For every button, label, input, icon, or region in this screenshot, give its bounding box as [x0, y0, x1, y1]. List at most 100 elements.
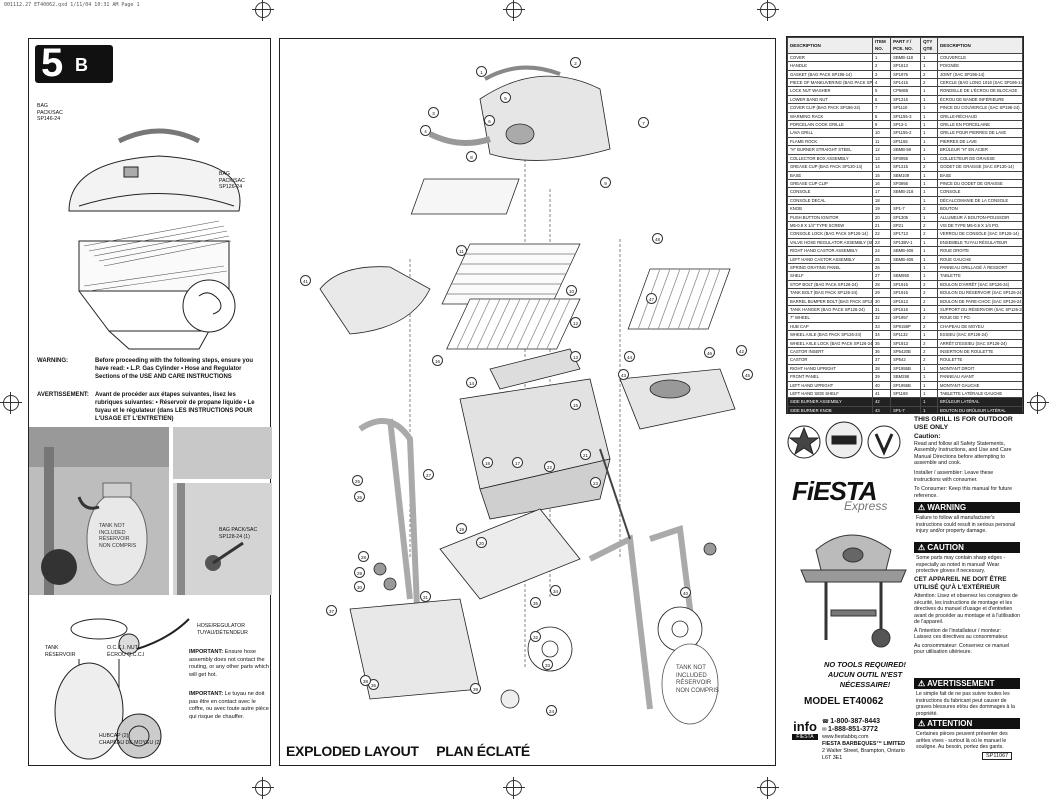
parts-cell: 1	[920, 187, 938, 197]
parts-cell: GRILLE EN PORCELAINE	[936, 120, 1023, 130]
parts-cell: 35	[871, 338, 892, 349]
parts-row: PIECE OF MANEUVERING (BAG PACK SP196-14)…	[787, 78, 1023, 88]
parts-cell: 1	[920, 246, 938, 256]
exploded-title: EXPLODED LAYOUT PLAN ÉCLATÉ	[286, 743, 530, 759]
parts-cell: 2	[920, 279, 938, 290]
parts-cell: 19	[871, 204, 892, 214]
avert-title-text: AVERTISSEMENT	[927, 679, 995, 688]
parts-cell: LOWER BAND NUT	[787, 94, 873, 105]
callout-48: 48	[652, 233, 663, 244]
callout-17: 17	[512, 457, 523, 468]
parts-cell: GRILLE-RÉCHAUD	[936, 111, 1023, 122]
attention-box: ⚠ ATTENTION Certaines pièces peuvent pré…	[914, 718, 1020, 753]
parts-cell: SBM298	[890, 372, 922, 382]
parts-cell: SP1415	[890, 78, 922, 88]
parts-cell: GASKET (BAG PACK SP196-14)	[787, 69, 873, 80]
parts-cell: BASE	[787, 170, 873, 180]
parts-cell: 7" WHEEL	[787, 313, 873, 323]
parts-cell: SBMB-406	[890, 246, 922, 256]
parts-cell: 1	[920, 262, 938, 273]
parts-cell: VALVE HOSE REGULATOR ASSEMBLY (SEE)	[787, 237, 873, 248]
parts-cell: 43	[871, 405, 892, 413]
photo-grill-tank: TANK NOT INCLUDED RÉSERVOIR NON COMPRIS	[29, 427, 169, 595]
important-fr-label: IMPORTANT:	[189, 691, 224, 697]
important-fr-text: Le tuyau ne doit pas être en contact ave…	[189, 691, 269, 720]
fr-title: CET APPAREIL NE DOIT ÊTRE UTILISÉ QU'À L…	[914, 576, 1007, 591]
exploded-layout-diagram	[319, 65, 736, 725]
page-badge-number: 5	[41, 41, 64, 85]
occ-nut-label: O.C.C.I. NUT ÉCROU Q.C.C.I	[107, 645, 145, 658]
callout-30: 30	[354, 581, 365, 592]
parts-cell: POIGNÉE	[936, 61, 1023, 71]
callout-20: 20	[476, 537, 487, 548]
parts-cell: COVER CLIP (BAG PACK SP196-24)	[787, 103, 873, 113]
info-panel: THIS GRILL IS FOR OUTDOOR USE ONLY Cauti…	[786, 414, 1022, 766]
parts-cell: 27	[871, 271, 892, 281]
callout-16: 16	[432, 355, 443, 366]
parts-cell: BOUTON	[936, 204, 1023, 214]
parts-cell: SP3955	[890, 153, 922, 164]
callout-47: 47	[646, 293, 657, 304]
parts-cell: DÉCALCOMANIE DE LA CONSOLE	[936, 195, 1023, 206]
warning-en-text: Before proceeding with the following ste…	[95, 358, 254, 380]
parts-cell: 7	[871, 103, 892, 113]
warning-en-label: WARNING:	[37, 358, 68, 364]
fr-attention: Attention: Lisez et observez les consign…	[914, 593, 1020, 626]
parts-cell: ROUE DE 7 PO.	[936, 313, 1023, 323]
parts-cell: SHELF	[787, 271, 873, 281]
parts-cell: BRÛLEUR "H" EN ACIER	[936, 145, 1023, 155]
important-en: IMPORTANT: Ensure hose assembly does not…	[189, 649, 269, 679]
parts-col-header: ITEM NO.	[871, 37, 892, 54]
parts-cell: 6	[871, 94, 892, 105]
parts-cell: LEFT HAND CASTOR ASSEMBLY	[787, 254, 873, 264]
parts-cell: SP1305	[890, 212, 922, 222]
parts-cell: 25	[871, 254, 892, 264]
grill-assembly-illustration	[68, 128, 241, 350]
registration-mark	[757, 0, 779, 21]
tank-label: TANK RÉSERVOIR	[45, 645, 76, 658]
parts-cell: 1	[920, 195, 938, 206]
callout-26: 26	[354, 491, 365, 502]
parts-row: BARREL BUMPER BOLT (BAG PACK SP126-24)30…	[787, 296, 1023, 307]
info-logo: info FIESTA	[792, 720, 818, 740]
tank-not-included-label: TANK NOT INCLUDED RÉSERVOIR NON COMPRIS	[99, 523, 137, 549]
parts-cell: SP1315	[890, 162, 922, 172]
attention-text: Certaines pièces peuvent présenter des a…	[916, 731, 1008, 750]
parts-cell: ROULETTE	[936, 355, 1023, 365]
exploded-title-fr: PLAN ÉCLATÉ	[436, 743, 530, 759]
parts-cell: MONTANT GAUCHE	[936, 380, 1023, 391]
parts-cell: 1	[920, 330, 938, 340]
callout-39: 39	[470, 683, 481, 694]
callout-46: 46	[704, 347, 715, 358]
attention-title: ⚠ ATTENTION	[914, 718, 1020, 729]
parts-cell: RIGHT HAND CASTOR ASSEMBLY	[787, 246, 873, 256]
parts-cell: 2	[920, 338, 938, 349]
callout-24: 24	[546, 705, 557, 716]
parts-cell: SP1-7	[890, 405, 922, 413]
parts-cell: 1	[920, 389, 938, 399]
callout-9: 9	[600, 177, 611, 188]
callout-4: 4	[420, 125, 431, 136]
parts-cell: 1	[920, 103, 938, 113]
parts-cell: 30	[871, 296, 892, 307]
parts-cell: TABLETTE LATÉRALE GAUCHE	[936, 389, 1023, 399]
callout-41: 41	[300, 275, 311, 286]
parts-cell: LAVA GRILL	[787, 128, 873, 138]
info-logo-sub: FIESTA	[792, 734, 818, 740]
parts-cell: 2	[920, 313, 938, 323]
parts-cell: GODET DE GRAISSE (SAC SP130-14)	[936, 162, 1023, 172]
parts-cell: 2	[871, 61, 892, 71]
callout-28: 28	[358, 551, 369, 562]
parts-cell: 14	[871, 162, 892, 172]
fr-block: CET APPAREIL NE DOIT ÊTRE UTILISÉ QU'À L…	[914, 576, 1020, 656]
installer-text: Installer / assembler: Leave these instr…	[914, 469, 994, 483]
website[interactable]: www.fiestabbq.com	[822, 734, 869, 740]
